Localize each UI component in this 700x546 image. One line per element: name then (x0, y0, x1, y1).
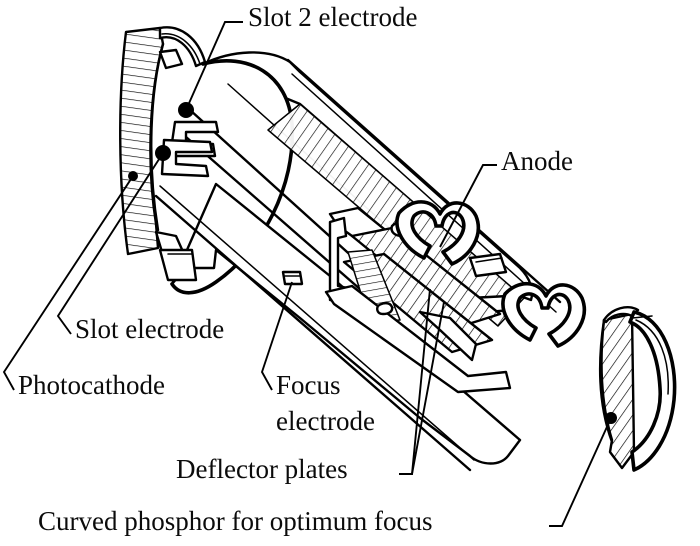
anode-ring-lower (501, 281, 587, 348)
tube-body (154, 51, 562, 472)
photocathode-faceplate (119, 26, 207, 282)
label-deflector-plates: Deflector plates (176, 454, 348, 484)
label-anode: Anode (501, 146, 573, 176)
leader-curved-phosphor (549, 417, 612, 527)
label-focus-electrode-line2: electrode (276, 406, 375, 436)
label-photocathode: Photocathode (18, 370, 165, 400)
label-focus-electrode-line1: Focus (276, 370, 341, 400)
label-slot-electrode: Slot electrode (75, 314, 224, 344)
slot-plate (160, 138, 214, 178)
deflector-wedge-foot (418, 310, 478, 362)
leader-deflector-plates-b (399, 301, 445, 475)
tube-top-edge (286, 58, 562, 304)
faceplate-base-bracket (158, 248, 198, 282)
deflector-plate-stack (324, 206, 514, 394)
phosphor-screen (599, 306, 677, 472)
focus-electrode-part (281, 270, 304, 286)
deflector-plate-bottom (324, 284, 512, 394)
anode-mount-tab (468, 252, 508, 278)
anode-ring-upper (395, 200, 481, 266)
focus-electrode-tab (281, 270, 304, 286)
phosphor-back-crease (635, 319, 669, 395)
tube-lower-edge-inner (159, 185, 475, 461)
tube-top-edge-inner (291, 73, 557, 313)
photocathode-inner-curve (150, 42, 165, 232)
leader-lines (2, 21, 612, 527)
phosphor-front-curve (599, 318, 614, 444)
leader-focus-electrode (260, 281, 293, 391)
leader-anode (439, 164, 497, 248)
labels-group: Slot 2 electrode Anode Slot electrode Ph… (18, 2, 573, 536)
slot-electrode-part (160, 138, 214, 178)
anode-part (395, 200, 587, 348)
faceplate-top-rim-crease (161, 33, 201, 65)
label-curved-phosphor: Curved phosphor for optimum focus (38, 506, 432, 536)
leader-slot2-electrode (185, 21, 243, 111)
phosphor-top-crease (631, 315, 653, 319)
faceplate-lip-upper (158, 48, 184, 70)
leader-photocathode (2, 175, 134, 391)
label-slot2-electrode: Slot 2 electrode (248, 2, 417, 32)
deflector-stud-lower (376, 301, 394, 316)
anode-mount-tab-crease (475, 257, 503, 263)
leader-slot-electrode (56, 152, 164, 335)
